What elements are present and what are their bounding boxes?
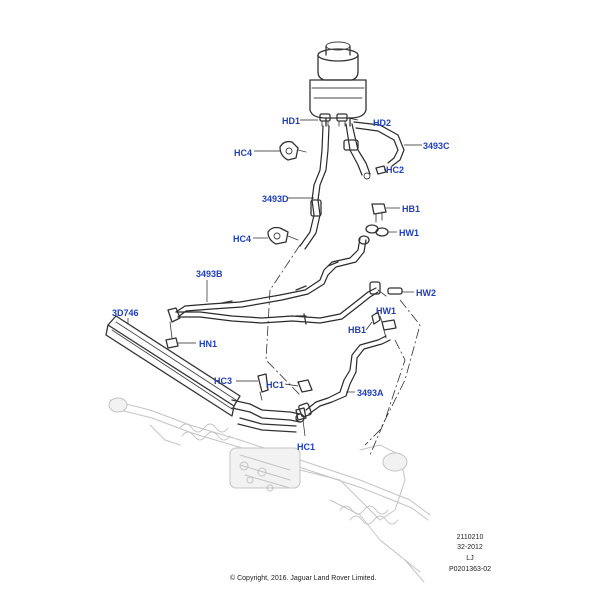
reference-illustration-id: P0201363-02	[448, 566, 492, 573]
clamp-hc2	[375, 165, 387, 175]
callout-3493d[interactable]: 3493D	[262, 194, 289, 204]
leader-lines	[127, 117, 422, 437]
callout-hd1[interactable]: HD1	[282, 116, 301, 126]
callout-hc4-top[interactable]: HC4	[234, 148, 253, 158]
pressure-hose-3493b	[175, 235, 387, 325]
bolt-hb1-mid	[371, 311, 381, 325]
callout-3493a[interactable]: 3493A	[357, 388, 384, 398]
clamp-hc3	[257, 373, 269, 401]
clamp-hc1-left	[297, 379, 313, 393]
callout-hb1-mid[interactable]: HB1	[348, 325, 367, 335]
callout-hc3[interactable]: HC3	[214, 376, 233, 386]
bolt-hb1-top	[371, 203, 387, 223]
copyright-notice: © Copyright, 2016. Jaguar Land Rover Lim…	[230, 575, 377, 582]
callout-hc2[interactable]: HC2	[386, 165, 405, 175]
callout-hd2[interactable]: HD2	[373, 118, 392, 128]
callout-hw2[interactable]: HW2	[416, 288, 436, 298]
reservoir	[309, 41, 367, 127]
reference-date: 32-2012	[457, 544, 483, 551]
callout-hb1-top[interactable]: HB1	[402, 204, 421, 214]
clip-hd1	[319, 113, 331, 127]
washer-hw1-top	[365, 224, 389, 237]
clamp-hc4-top	[279, 140, 307, 161]
callout-3493b[interactable]: 3493B	[196, 269, 223, 279]
return-hose-3493c	[343, 121, 405, 180]
clamp-hc1-bottom	[295, 407, 307, 421]
callout-hc4-mid[interactable]: HC4	[233, 234, 252, 244]
callout-hc1-bottom[interactable]: HC1	[297, 442, 316, 452]
clip-hd2	[336, 113, 348, 127]
return-hose-3493a	[298, 335, 391, 418]
callout-3d746[interactable]: 3D746	[112, 308, 139, 318]
cooler-3d746	[105, 315, 305, 433]
washer-hw1-mid	[381, 319, 397, 339]
bracket-cooler	[165, 307, 181, 349]
clamp-hc4-mid	[267, 226, 299, 245]
supply-hose-3493d	[299, 125, 330, 250]
callout-hc1-left[interactable]: HC1	[266, 380, 285, 390]
reference-model: LJ	[466, 555, 474, 562]
washer-hw2	[387, 287, 403, 295]
callout-hw1-mid[interactable]: HW1	[376, 306, 396, 316]
callout-hn1[interactable]: HN1	[199, 339, 218, 349]
routing-lines	[265, 244, 421, 456]
callout-3493c[interactable]: 3493C	[423, 141, 450, 151]
steering-rack-ghost	[108, 397, 431, 583]
reference-number: 2110210	[456, 534, 484, 541]
callout-hw1-top[interactable]: HW1	[399, 228, 419, 238]
